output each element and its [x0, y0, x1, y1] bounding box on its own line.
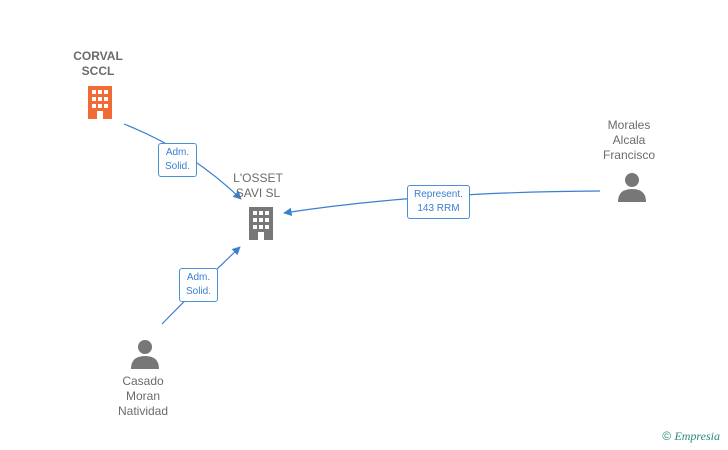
- footer-watermark: © Empresia: [662, 429, 720, 444]
- copyright-symbol: ©: [662, 429, 672, 443]
- edge-label-morales-losset[interactable]: Represent. 143 RRM: [407, 185, 470, 219]
- node-label-morales: Morales Alcala Francisco: [602, 118, 655, 162]
- node-label-corval: CORVAL SCCL: [73, 49, 123, 78]
- person-icon[interactable]: [130, 339, 160, 369]
- edge-label-corval-losset[interactable]: Adm. Solid.: [158, 143, 198, 177]
- building-icon[interactable]: [245, 206, 277, 240]
- node-label-losset: L'OSSET SAVI SL: [233, 171, 283, 200]
- edge-label-casado-losset[interactable]: Adm. Solid.: [179, 268, 219, 302]
- building-icon[interactable]: [84, 85, 116, 119]
- node-label-casado: Casado Moran Natividad: [117, 374, 169, 418]
- person-icon[interactable]: [617, 172, 647, 202]
- brand-logo: Empresia: [674, 429, 720, 443]
